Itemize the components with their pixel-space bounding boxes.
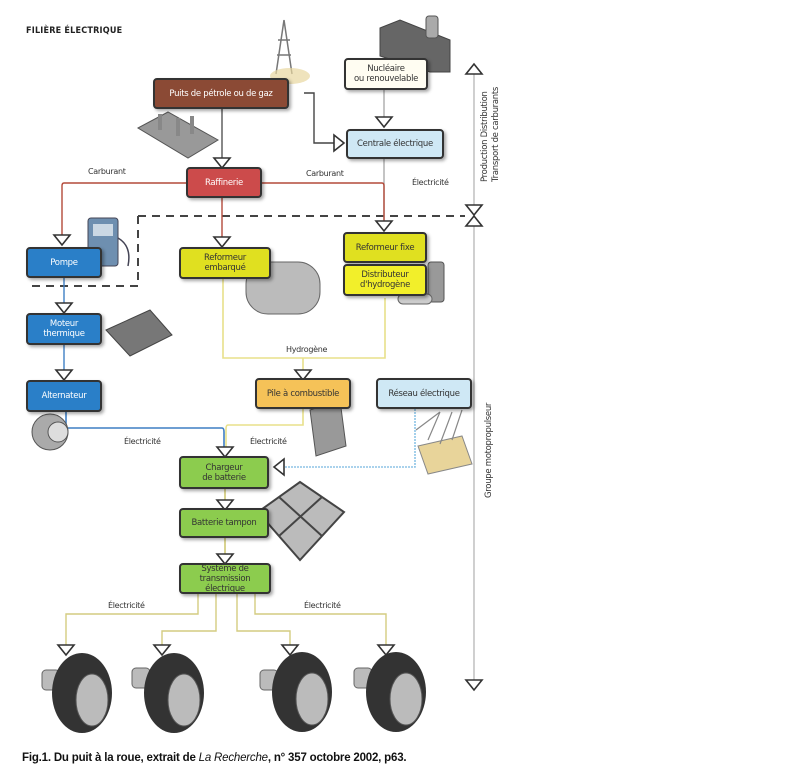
node-label: Pompe [50, 257, 78, 268]
node-label: Réseau électrique [388, 388, 460, 399]
oil-derrick-illustration [270, 19, 310, 84]
power-grid-illustration [415, 409, 473, 475]
edge-puits-centrale [304, 92, 336, 144]
engine-illustration [105, 309, 173, 357]
hydrogen-dispenser-illustration [397, 261, 445, 305]
node-hydrogen-dispenser: Distributeur d'hydrogène [343, 264, 427, 296]
node-refinery: Raffinerie [186, 167, 262, 198]
node-fixed-reformer: Reformeur fixe [343, 232, 427, 263]
edge-label-electricity-wheels-left: Électricité [108, 601, 145, 610]
caption-prefix: Fig.1. Du puit à la roue, extrait de [22, 752, 199, 764]
node-label: Nucléaire [367, 64, 405, 74]
node-label: Centrale électrique [357, 139, 433, 149]
caption-journal: La Recherche [198, 752, 268, 764]
refinery-plant-illustration [136, 111, 219, 159]
node-label: Reformeur fixe [355, 242, 415, 253]
node-oil-gas-well: Puits de pétrole ou de gaz [153, 78, 289, 109]
node-label: ou renouvelable [353, 74, 419, 84]
node-label: Puits de pétrole ou de gaz [169, 88, 273, 99]
node-buffer-battery: Batterie tampon [179, 508, 269, 538]
edge-label-fuel-right: Carburant [306, 169, 344, 178]
edge-raffinerie-pompe [61, 182, 186, 236]
figure-caption: Fig.1. Du puit à la roue, extrait de La … [22, 752, 407, 764]
diagram-title: FILIÈRE ÉLECTRIQUE [26, 26, 123, 36]
edge-hydrogene [222, 278, 386, 359]
axis-label-line: Production Distribution [480, 91, 490, 182]
node-label: Moteur [49, 319, 79, 329]
node-onboard-reformer: Reformeur embarqué [179, 247, 271, 279]
edge-label-electricity-plant: Électricité [412, 178, 449, 187]
node-label: d'hydrogène [360, 280, 410, 290]
node-label: embarqué [204, 263, 246, 273]
node-label: Chargeur [205, 462, 243, 473]
axis-hourglass-marker [464, 204, 484, 227]
edge-label-electricity-fuel-cell: Électricité [250, 437, 287, 446]
alternator-illustration [31, 413, 69, 451]
edge-label-hydrogen: Hydrogène [286, 345, 328, 354]
caption-suffix: , n° 357 octobre 2002, p63. [267, 752, 407, 764]
node-label: transmission électrique [199, 573, 251, 594]
battery-pack-illustration [256, 480, 346, 562]
node-pump: Pompe [26, 247, 102, 278]
edge-systeme-wheel-3 [236, 593, 291, 646]
node-label: de batterie [202, 472, 246, 483]
axis-label-powertrain: Groupe motopropulseur [484, 403, 495, 498]
node-label: Reformeur [204, 253, 246, 263]
axis-label-production: Production Distribution Transport de car… [480, 87, 502, 182]
wheel-1-illustration [41, 653, 112, 733]
axis-label-line: Transport de carburants [491, 86, 501, 182]
node-combustion-engine: Moteur thermique [26, 313, 102, 345]
node-label: Système de [201, 563, 249, 574]
node-power-plant: Centrale électrique [346, 129, 444, 159]
node-label: Batterie tampon [191, 518, 257, 528]
node-label: Raffinerie [205, 177, 243, 188]
wheel-4-illustration [353, 652, 426, 732]
edge-label-fuel-left: Carburant [88, 167, 126, 176]
node-label: Pile à combustible [266, 388, 340, 399]
node-fuel-cell: Pile à combustible [255, 378, 351, 409]
node-power-grid: Réseau électrique [376, 378, 472, 409]
wheel-3-illustration [259, 652, 332, 732]
edge-reseau-chargeur [282, 409, 416, 468]
edge-systeme-wheel-1 [65, 593, 199, 646]
edge-alternateur-chargeur [65, 412, 225, 448]
node-electric-transmission: Système de transmission électrique [179, 563, 271, 594]
axis-label-line: Groupe motopropulseur [484, 402, 494, 498]
edge-systeme-wheel-4 [254, 593, 387, 646]
node-alternator: Alternateur [26, 380, 102, 412]
edge-label-electricity-wheels-right: Électricité [304, 601, 341, 610]
node-label: Distributeur [361, 270, 409, 280]
edge-raffinerie-reformeur-fixe [260, 182, 385, 222]
node-label: thermique [43, 329, 85, 339]
node-battery-charger: Chargeur de batterie [179, 456, 269, 489]
edge-systeme-wheel-2 [161, 593, 217, 646]
edge-pile-chargeur [225, 408, 304, 448]
wheel-2-illustration [131, 653, 204, 733]
edge-label-electricity-alternator: Électricité [124, 437, 161, 446]
node-nuclear-renewable: Nucléaire ou renouvelable [344, 58, 428, 90]
node-label: Alternateur [41, 391, 87, 401]
